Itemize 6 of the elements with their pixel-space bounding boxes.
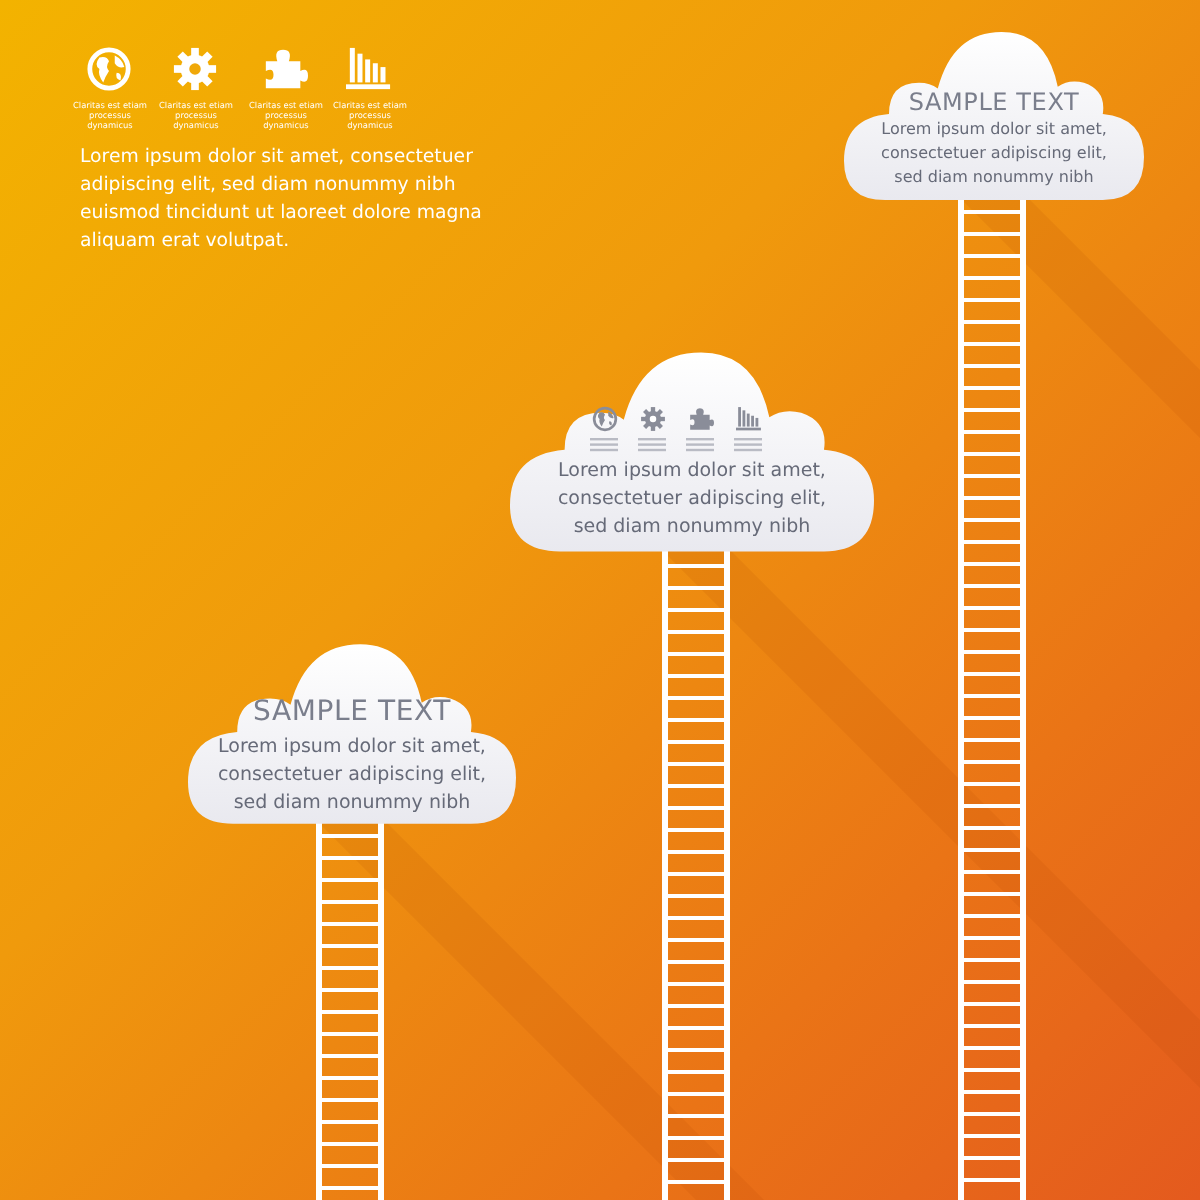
cloud-text: Lorem ipsum dolor sit amet, consectetuer adipiscing elit, sed diam nonummy nibh [215, 734, 489, 818]
cloud-heading: SAMPLE TEXT [253, 696, 451, 728]
cloud-text: Lorem ipsum dolor sit amet, consectetuer adipiscing elit, sed diam nonummy nibh [879, 118, 1109, 190]
paragraph: Lorem ipsum dolor sit amet, consectetuer adipiscing elit, sed diam nonummy nibh euismod tincidunt ut laoreet dolore magna aliquam erat volutpat. [80, 144, 484, 256]
cloud-text: Lorem ipsum dolor sit amet, consectetuer adipiscing elit, sed diam nonummy nibh [555, 458, 829, 542]
cloud-heading: SAMPLE TEXT [908, 88, 1080, 116]
